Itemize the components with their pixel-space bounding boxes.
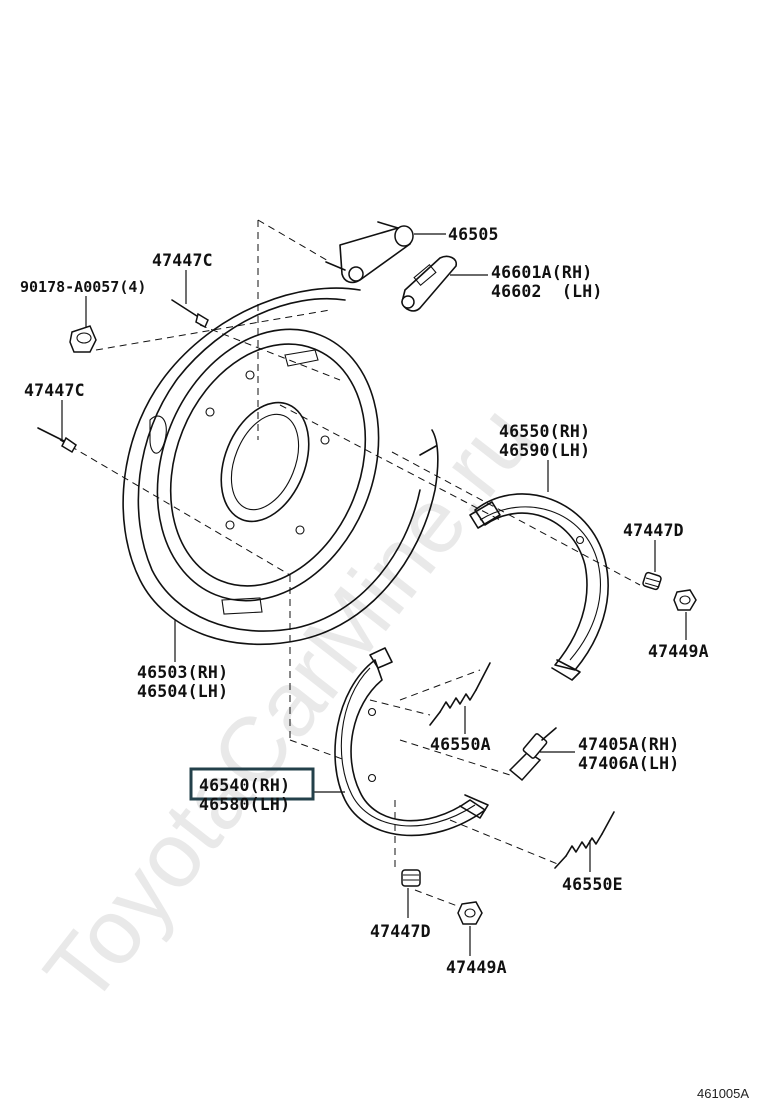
pin-47447d-bottom xyxy=(401,869,421,887)
diagram-code: 461005A xyxy=(697,1086,749,1101)
label-47447c-left: 47447C xyxy=(24,381,85,400)
adjuster-47405a xyxy=(508,727,557,782)
backing-plate xyxy=(122,287,439,646)
part-46601a xyxy=(401,255,458,312)
nut-90178 xyxy=(69,325,97,353)
assembly-lines xyxy=(59,219,641,911)
part-labels: 46505 46601A(RH) 46602 (LH) 47447C 90178… xyxy=(20,225,749,1101)
label-46540[interactable]: 46540(RH) xyxy=(199,776,290,795)
label-47447d-bottom: 47447D xyxy=(370,922,431,941)
nut-47449a-right xyxy=(673,589,697,611)
label-47405a: 47405A(RH) xyxy=(578,735,679,754)
label-46601a: 46601A(RH) xyxy=(491,263,592,282)
label-46602: 46602 (LH) xyxy=(491,282,602,301)
label-46550: 46550(RH) xyxy=(499,422,590,441)
nut-47449a-bottom xyxy=(457,901,483,925)
label-46550a: 46550A xyxy=(430,735,491,754)
label-46590: 46590(LH) xyxy=(499,441,590,460)
brake-shoe-46550 xyxy=(469,493,609,681)
watermark: ToyotaCarMine.ru xyxy=(25,387,552,1022)
bolt-47447c-top xyxy=(171,299,209,329)
leader-lines xyxy=(61,233,687,956)
label-46580: 46580(LH) xyxy=(199,795,290,814)
bolt-47447c-left xyxy=(37,427,77,454)
label-46550e: 46550E xyxy=(562,875,623,894)
spring-46550e xyxy=(554,811,615,869)
spring-46550a xyxy=(429,662,491,726)
label-47449a-bottom: 47449A xyxy=(446,958,507,977)
label-47447c-top: 47447C xyxy=(152,251,213,270)
brake-shoe-46540 xyxy=(334,647,489,837)
label-47447d-right: 47447D xyxy=(623,521,684,540)
label-47406a: 47406A(LH) xyxy=(578,754,679,773)
pin-47447d-right xyxy=(642,571,662,591)
part-46505 xyxy=(325,221,414,284)
label-46504: 46504(LH) xyxy=(137,682,228,701)
label-46505: 46505 xyxy=(448,225,499,244)
label-46503: 46503(RH) xyxy=(137,663,228,682)
label-90178: 90178-A0057(4) xyxy=(20,278,146,296)
highlight-box xyxy=(189,767,315,801)
label-47449a-right: 47449A xyxy=(648,642,709,661)
